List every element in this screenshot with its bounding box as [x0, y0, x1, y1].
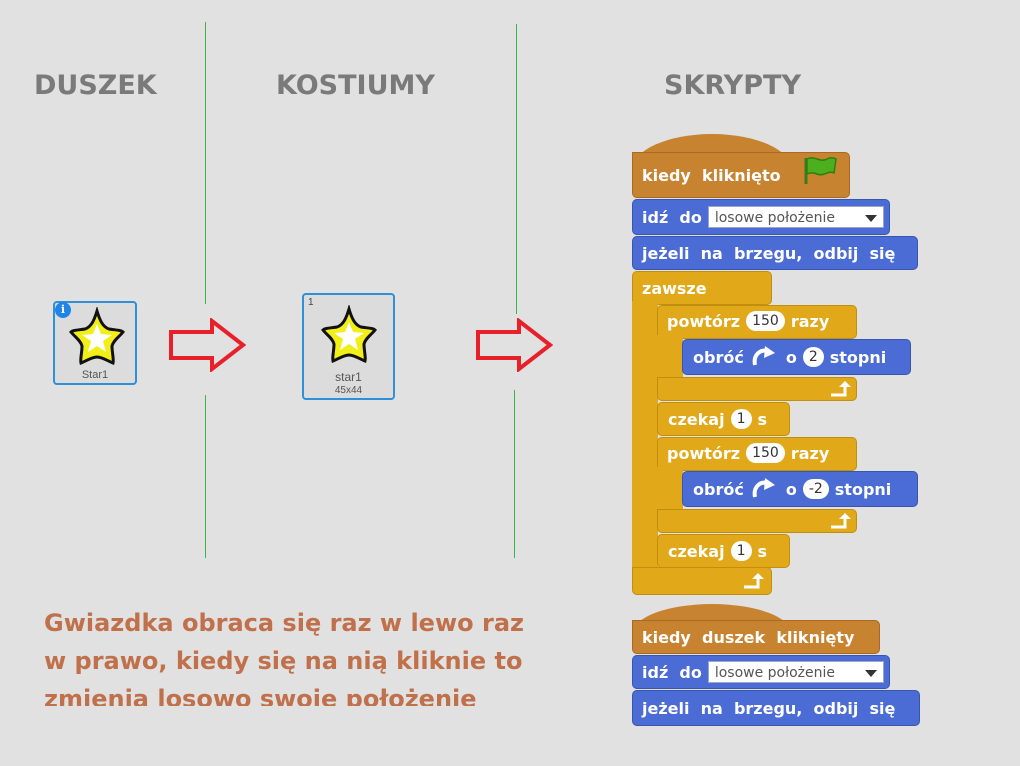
forever-block[interactable]: zawsze: [632, 271, 772, 595]
arrow-right-icon: [476, 318, 553, 372]
wait-unit: s: [757, 541, 768, 561]
description-note: Gwiazdka obraca się raz w lewo raz w pra…: [44, 604, 604, 706]
dropdown-value: losowe położenie: [714, 665, 836, 681]
loop-arrow-icon: [831, 513, 851, 529]
turn-unit: stopni: [829, 347, 887, 367]
divider-line: [205, 22, 206, 304]
repeat-label: powtórz: [667, 443, 741, 463]
go-to-block[interactable]: idź do losowe położenie: [632, 655, 890, 689]
go-to-label: idź do: [642, 207, 702, 227]
turn-unit: stopni: [834, 479, 892, 499]
bounce-label: jeżeli na brzegu, odbij się: [642, 243, 896, 263]
star-icon: [320, 305, 378, 364]
sprite-name: Star1: [81, 369, 109, 381]
divider-line: [205, 395, 206, 558]
costume-tile[interactable]: 1 star1 45x44: [302, 293, 395, 400]
note-line: w prawo, kiedy się na nią kliknie to: [44, 647, 523, 675]
turn-block[interactable]: obróć o 2 stopni: [682, 339, 911, 375]
star-icon: [68, 307, 126, 366]
turn-block[interactable]: obróć o -2 stopni: [682, 471, 918, 507]
repeat-label: powtórz: [667, 311, 741, 331]
wait-unit: s: [757, 409, 768, 429]
wait-seconds-input[interactable]: 1: [730, 541, 752, 561]
repeat-unit: razy: [790, 311, 830, 331]
repeat-count-input[interactable]: 150: [746, 311, 785, 331]
bounce-block[interactable]: jeżeli na brzegu, odbij się: [632, 236, 918, 270]
repeat-block[interactable]: powtórz 150 razy: [657, 437, 857, 533]
bounce-label: jeżeli na brzegu, odbij się: [642, 698, 896, 718]
dropdown-value: losowe położenie: [714, 210, 836, 226]
rotate-right-icon: [752, 478, 775, 498]
heading-sprite: DUSZEK: [34, 70, 157, 101]
repeat-unit: razy: [790, 443, 830, 463]
turn-mid: o: [785, 347, 797, 367]
sprite-tile[interactable]: Star1: [53, 301, 137, 385]
when-sprite-clicked-block[interactable]: kiedy duszek kliknięty: [632, 604, 880, 654]
divider-line: [514, 390, 515, 558]
loop-arrow-icon: [744, 573, 764, 589]
turn-mid: o: [785, 479, 797, 499]
turn-label: obróć: [693, 479, 744, 499]
turn-degrees-input[interactable]: 2: [802, 347, 824, 367]
wait-seconds-input[interactable]: 1: [730, 409, 752, 429]
turn-degrees-input[interactable]: -2: [802, 479, 829, 499]
hat-label: kiedy duszek kliknięty: [642, 628, 855, 647]
note-line: Gwiazdka obraca się raz w lewo raz: [44, 609, 524, 637]
wait-label: czekaj: [668, 541, 725, 561]
rotate-right-icon: [752, 346, 775, 366]
repeat-block[interactable]: powtórz 150 razy: [657, 305, 857, 401]
turn-label: obróć: [693, 347, 744, 367]
forever-label: zawsze: [642, 279, 707, 298]
heading-scripts: SKRYPTY: [664, 70, 801, 101]
note-line: zmienia losowo swoje położenie: [44, 685, 477, 706]
costume-size: 45x44: [334, 385, 363, 396]
heading-costumes: KOSTIUMY: [276, 70, 435, 101]
chevron-down-icon: [864, 215, 877, 222]
costume-index: 1: [308, 297, 314, 308]
bounce-block[interactable]: jeżeli na brzegu, odbij się: [632, 690, 920, 726]
position-dropdown[interactable]: losowe położenie: [707, 206, 884, 228]
wait-block[interactable]: czekaj 1 s: [657, 402, 790, 436]
when-flag-clicked-block[interactable]: kiedy kliknięto: [632, 134, 850, 198]
repeat-count-input[interactable]: 150: [746, 443, 785, 463]
costume-name: star1: [335, 370, 362, 384]
chevron-down-icon: [864, 670, 877, 677]
arrow-right-icon: [169, 318, 246, 372]
divider-line: [516, 24, 517, 314]
wait-block[interactable]: czekaj 1 s: [657, 534, 790, 568]
green-flag-icon: [804, 157, 837, 184]
go-to-block[interactable]: idź do losowe położenie: [632, 199, 890, 235]
loop-arrow-icon: [831, 381, 851, 397]
position-dropdown[interactable]: losowe położenie: [707, 661, 884, 683]
go-to-label: idź do: [642, 662, 702, 682]
wait-label: czekaj: [668, 409, 725, 429]
info-icon[interactable]: i: [55, 302, 71, 318]
hat-label: kiedy kliknięto: [642, 166, 781, 185]
